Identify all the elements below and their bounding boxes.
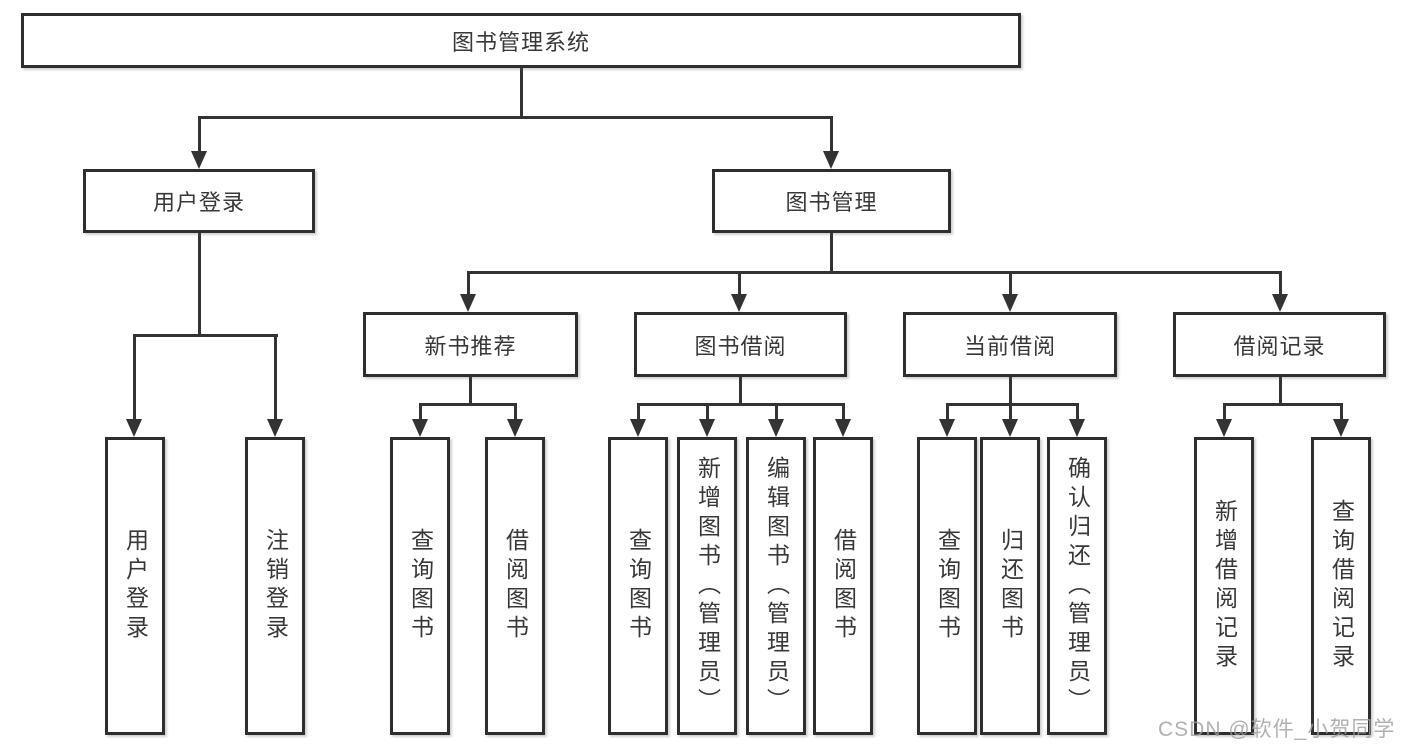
arrowhead-down-icon <box>1002 419 1018 437</box>
node-label: 图书管理系统 <box>451 29 590 55</box>
arrowhead-down-icon <box>507 419 523 437</box>
node-book-management: 图书管理 <box>712 169 951 233</box>
leaf-user-login: 用户登录 <box>105 437 165 735</box>
node-new-book-recommend: 新书推荐 <box>363 312 578 377</box>
leaf-edit-books-admin: 编辑图书（管理员） <box>746 437 806 735</box>
connector-line <box>1075 403 1079 421</box>
connector-line <box>132 333 278 337</box>
arrowhead-down-icon <box>699 419 715 437</box>
connector-line <box>738 375 742 406</box>
leaf-add-books-admin: 新增图书（管理员） <box>677 437 737 735</box>
connector-line <box>1222 403 1343 406</box>
node-label: 图书借阅 <box>694 333 787 359</box>
connector-line <box>418 403 517 406</box>
arrowhead-down-icon <box>1333 419 1349 437</box>
connector-line <box>1008 403 1012 421</box>
node-label: 图书管理 <box>785 190 878 215</box>
connector-line <box>1278 375 1282 406</box>
node-label: 用户登录 <box>122 528 149 644</box>
node-label: 注销登录 <box>262 528 289 644</box>
node-label: 查询图书 <box>407 528 434 644</box>
connector-line <box>132 333 136 421</box>
connector-line <box>829 115 833 153</box>
leaf-add-borrow-record: 新增借阅记录 <box>1194 437 1254 735</box>
connector-line <box>513 403 517 421</box>
leaf-return-books: 归还图书 <box>980 437 1040 735</box>
node-label: 归还图书 <box>997 528 1024 644</box>
node-current-borrow: 当前借阅 <box>903 312 1117 377</box>
connector-line <box>829 231 833 273</box>
connector-line <box>1222 403 1226 421</box>
arrowhead-down-icon <box>768 419 784 437</box>
leaf-query-books-borrow: 查询图书 <box>608 437 668 735</box>
node-label: 查询图书 <box>934 528 961 644</box>
connector-line <box>1008 375 1012 406</box>
connector-line <box>197 231 201 336</box>
node-label: 新书推荐 <box>424 333 517 359</box>
connector-line <box>774 403 778 421</box>
connector-line <box>273 333 277 421</box>
connector-line <box>1278 270 1282 296</box>
arrowhead-down-icon <box>939 419 955 437</box>
leaf-borrow-books: 借阅图书 <box>813 437 873 735</box>
arrowhead-down-icon <box>460 294 476 312</box>
node-label: 查询图书 <box>625 528 652 644</box>
node-label: 借阅图书 <box>830 528 857 644</box>
arrowhead-down-icon <box>1216 419 1232 437</box>
connector-line <box>519 66 523 118</box>
arrowhead-down-icon <box>1069 419 1085 437</box>
connector-line <box>636 403 640 421</box>
node-user-login: 用户登录 <box>83 169 315 233</box>
node-label: 当前借阅 <box>963 333 1056 359</box>
connector-line <box>945 403 949 421</box>
node-label: 确认归还（管理员） <box>1064 455 1091 717</box>
connector-line <box>469 375 472 406</box>
node-label: 新增借阅记录 <box>1211 499 1238 673</box>
leaf-borrow-books-recommend: 借阅图书 <box>485 437 545 735</box>
connector-line <box>418 403 422 421</box>
connector-line <box>705 403 709 421</box>
connector-line <box>1008 270 1012 296</box>
node-label: 新增图书（管理员） <box>694 455 721 717</box>
connector-line <box>1339 403 1343 421</box>
node-borrow-records: 借阅记录 <box>1173 312 1386 377</box>
node-root-system: 图书管理系统 <box>21 13 1021 68</box>
connector-line <box>197 115 833 119</box>
connector-line <box>466 270 470 296</box>
node-label: 查询借阅记录 <box>1328 499 1355 673</box>
leaf-query-books-recommend: 查询图书 <box>390 437 450 735</box>
arrowhead-down-icon <box>126 419 142 437</box>
arrowhead-down-icon <box>1272 294 1288 312</box>
arrowhead-down-icon <box>630 419 646 437</box>
connector-line <box>636 403 845 406</box>
node-label: 借阅图书 <box>502 528 529 644</box>
arrowhead-down-icon <box>823 151 839 169</box>
node-label: 用户登录 <box>152 190 245 215</box>
connector-line <box>197 115 201 153</box>
node-label: 编辑图书（管理员） <box>763 455 790 717</box>
csdn-watermark: CSDN @软件_小贺同学 <box>1158 718 1396 741</box>
arrowhead-down-icon <box>191 151 207 169</box>
connector-line <box>466 270 1282 274</box>
leaf-confirm-return-admin: 确认归还（管理员） <box>1047 437 1107 735</box>
connector-line <box>841 403 845 421</box>
leaf-logout: 注销登录 <box>245 437 305 735</box>
node-label: 借阅记录 <box>1233 333 1326 359</box>
arrowhead-down-icon <box>267 419 283 437</box>
arrowhead-down-icon <box>835 419 851 437</box>
connector-line <box>945 403 1079 406</box>
leaf-query-borrow-record: 查询借阅记录 <box>1311 437 1371 735</box>
leaf-query-books-current: 查询图书 <box>917 437 977 735</box>
arrowhead-down-icon <box>1002 294 1018 312</box>
connector-line <box>737 270 741 296</box>
arrowhead-down-icon <box>731 294 747 312</box>
arrowhead-down-icon <box>412 419 428 437</box>
node-book-borrow: 图书借阅 <box>634 312 847 377</box>
